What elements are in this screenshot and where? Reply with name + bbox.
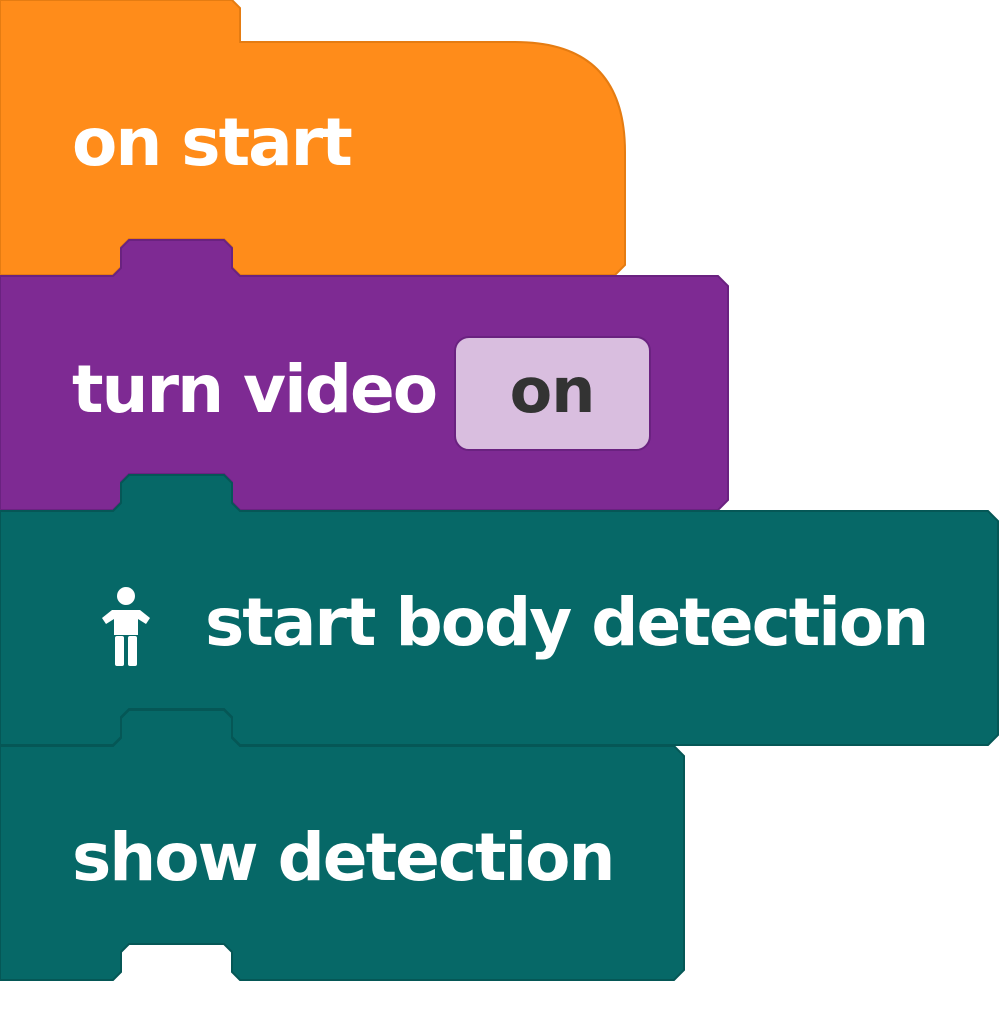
start-body-detection-label: start body detection [205, 584, 927, 661]
video-state-dropdown-box[interactable] [454, 336, 651, 451]
on-start-label: on start [72, 104, 352, 181]
turn-video-label: turn video [72, 351, 436, 428]
show-detection-label: show detection [72, 819, 614, 896]
turn-video-block[interactable]: turn video on [0, 239, 729, 511]
person-icon [102, 587, 150, 666]
start-body-detection-block[interactable]: start body detection [0, 474, 999, 746]
show-detection-block-shape[interactable] [0, 709, 685, 981]
video-state-dropdown-value: on [510, 354, 595, 427]
on-start-block[interactable]: on start [0, 0, 626, 276]
video-state-dropdown[interactable]: on [454, 336, 651, 451]
show-detection-block[interactable]: show detection [0, 709, 685, 981]
